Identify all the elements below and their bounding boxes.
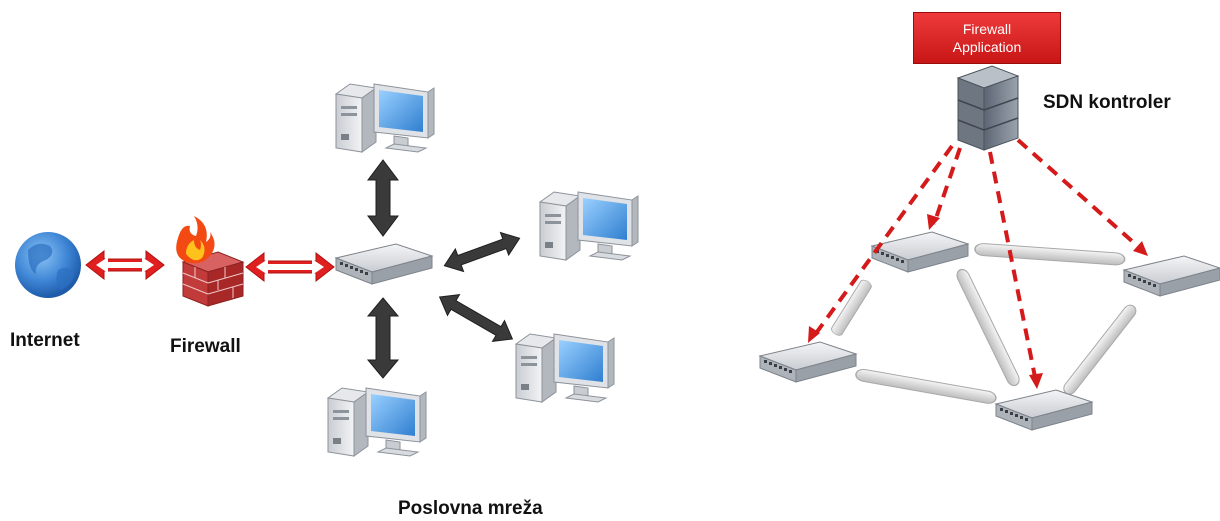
switch-icon: [995, 389, 1093, 431]
firewall-application-line2: Application: [952, 39, 1022, 55]
computer-icon: [327, 387, 427, 457]
switch-icon: [759, 341, 857, 383]
double-arrow-icon: [438, 231, 521, 343]
switch-icon: [871, 231, 969, 273]
globe-icon: [15, 232, 81, 298]
link-pipe: [973, 242, 1126, 267]
switch-icon: [335, 243, 433, 285]
double-arrow-icon: [366, 159, 400, 379]
double-arrow-icon: [85, 249, 165, 281]
business-network-label: Poslovna mreža: [398, 498, 543, 519]
internet-label: Internet: [10, 330, 80, 351]
firewall-icon: [176, 216, 245, 307]
computer-icon: [539, 191, 639, 261]
firewall-application-line1: Firewall: [962, 21, 1012, 37]
link-pipe: [1060, 302, 1139, 398]
arrowhead: [808, 214, 1148, 389]
switch-icon: [1123, 255, 1220, 297]
firewall-label: Firewall: [170, 336, 241, 357]
link-pipe: [953, 266, 1023, 389]
sdn-controller-label: SDN kontroler: [1043, 92, 1171, 113]
firewall-application-box: Firewall Application: [913, 12, 1061, 64]
server-icon: [956, 65, 1020, 151]
control-arrow: [812, 138, 1144, 383]
link-pipe: [829, 277, 874, 338]
computer-icon: [335, 83, 435, 153]
double-arrow-icon: [245, 251, 335, 283]
link-pipe: [854, 367, 998, 406]
computer-icon: [515, 333, 615, 403]
